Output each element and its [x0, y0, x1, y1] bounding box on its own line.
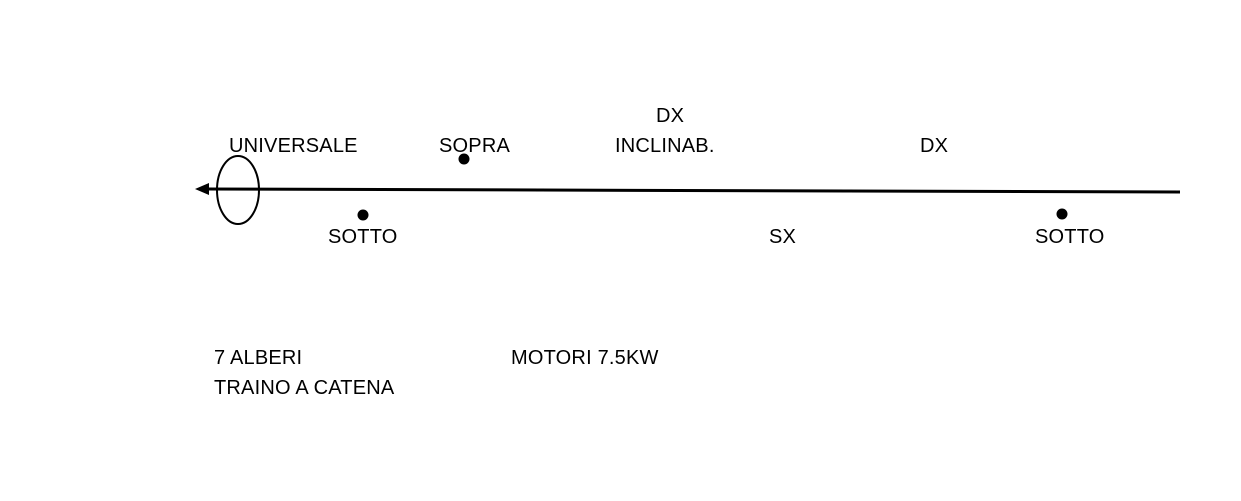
dot-sopra — [458, 153, 470, 165]
shaft-line — [205, 187, 1181, 194]
note-traino: TRAINO A CATENA — [214, 377, 395, 399]
label-dx-right: DX — [920, 135, 949, 157]
label-sotto-right: SOTTO — [1035, 226, 1105, 248]
label-sx: SX — [769, 226, 797, 248]
label-inclinab: INCLINAB. — [615, 135, 715, 157]
label-dx-top: DX — [656, 105, 685, 127]
shaft-arrowhead — [195, 183, 209, 195]
universal-joint-ellipse — [216, 155, 260, 225]
label-sotto-left: SOTTO — [328, 226, 398, 248]
label-sopra: SOPRA — [439, 135, 511, 157]
dot-sotto-left — [357, 209, 369, 221]
note-motori: MOTORI 7.5KW — [511, 347, 659, 369]
dot-sotto-right — [1056, 208, 1068, 220]
note-alberi: 7 ALBERI — [214, 347, 303, 369]
label-universale: UNIVERSALE — [229, 135, 358, 157]
